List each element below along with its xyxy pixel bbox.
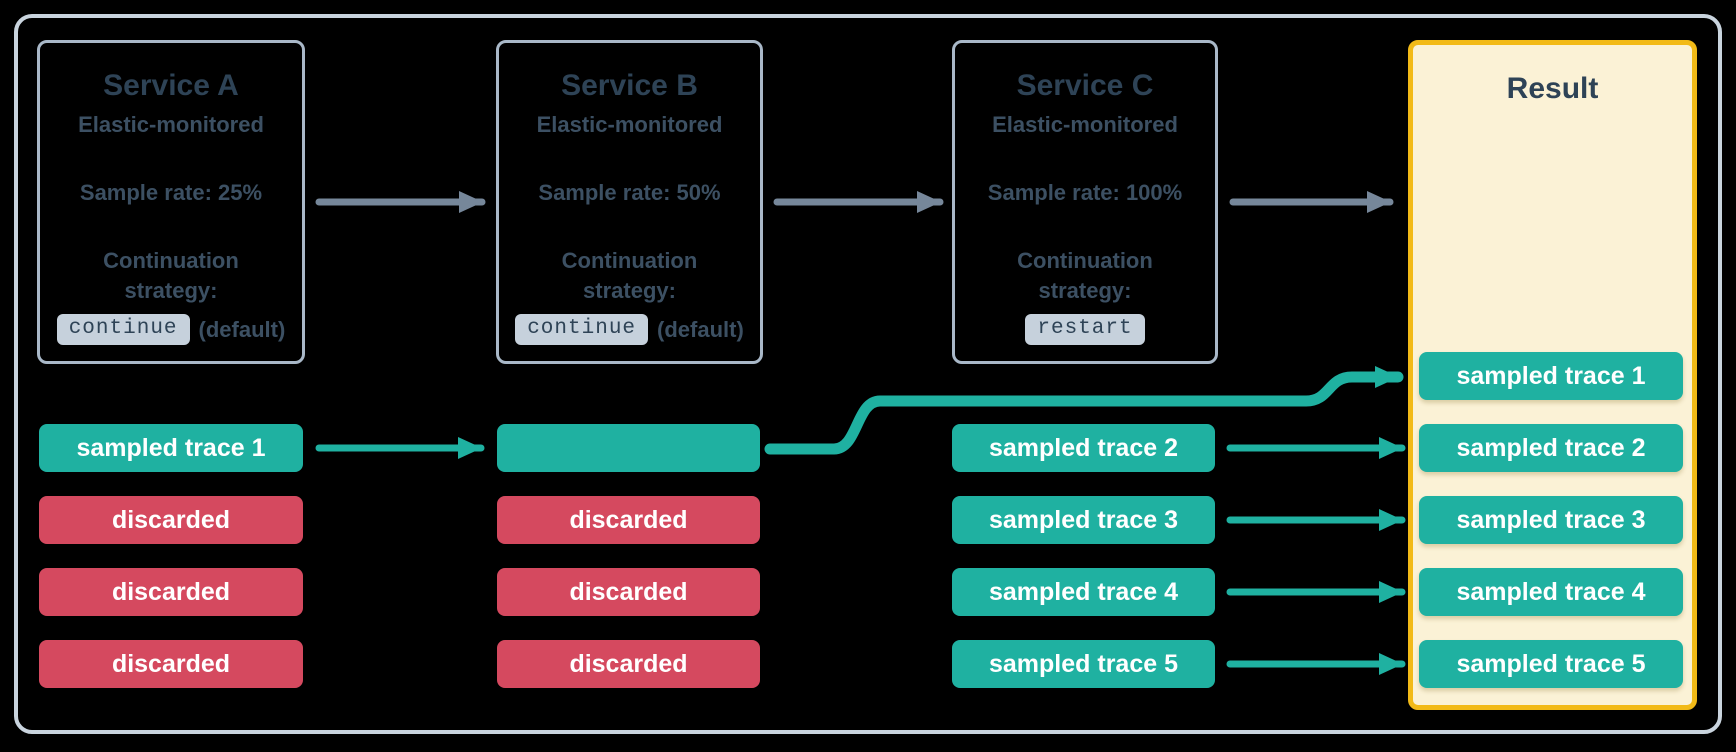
trace-chip-c-sampled-4: sampled trace 4 [952,568,1215,616]
service-a-box: Service A Elastic-monitored Sample rate:… [37,40,305,364]
service-b-title: Service B [561,69,698,102]
service-a-strategy-row: continue (default) [56,314,286,345]
trace-chip-b-discarded-2: discarded [497,568,760,616]
result-title: Result [1506,72,1599,105]
result-chip-sampled-2: sampled trace 2 [1419,424,1683,472]
service-c-box: Service C Elastic-monitored Sample rate:… [952,40,1218,364]
trace-chip-a-discarded-1: discarded [39,496,303,544]
service-c-title: Service C [1016,69,1154,102]
service-c-subtitle: Elastic-monitored [992,112,1178,137]
trace-chip-b-sampled-unlabeled [497,424,760,472]
service-a-title: Service A [103,69,239,102]
service-b-strategy-code-badge: continue [515,314,649,345]
service-c-sample-rate: Sample rate: 100% [987,180,1183,205]
service-a-strategy-label: Continuation strategy: [103,248,239,303]
service-b-box: Service B Elastic-monitored Sample rate:… [496,40,763,364]
service-a-sample-rate: Sample rate: 25% [79,180,263,205]
service-a-strategy-suffix: (default) [198,316,286,342]
service-b-strategy-label: Continuation strategy: [561,248,698,303]
trace-chip-c-sampled-2: sampled trace 2 [952,424,1215,472]
service-b-strategy-suffix: (default) [657,316,744,342]
trace-chip-c-sampled-3: sampled trace 3 [952,496,1215,544]
result-chip-sampled-4: sampled trace 4 [1419,568,1683,616]
diagram-outer-frame [14,14,1722,734]
trace-chip-a-discarded-3: discarded [39,640,303,688]
service-a-subtitle: Elastic-monitored [78,112,264,137]
trace-chip-b-discarded-3: discarded [497,640,760,688]
service-a-strategy-code-badge: continue [56,314,190,345]
service-b-subtitle: Elastic-monitored [536,112,723,137]
trace-chip-a-discarded-2: discarded [39,568,303,616]
service-c-strategy-label: Continuation strategy: [1017,248,1153,303]
trace-chip-a-sampled-1: sampled trace 1 [39,424,303,472]
service-b-strategy-row: continue (default) [515,314,744,345]
result-chip-sampled-1: sampled trace 1 [1419,352,1683,400]
service-c-strategy-row: restart [1025,314,1145,345]
trace-chip-b-discarded-1: discarded [497,496,760,544]
service-b-sample-rate: Sample rate: 50% [538,180,721,205]
trace-chip-c-sampled-5: sampled trace 5 [952,640,1215,688]
result-chip-sampled-3: sampled trace 3 [1419,496,1683,544]
service-c-strategy-code-badge: restart [1025,314,1145,345]
result-chip-sampled-5: sampled trace 5 [1419,640,1683,688]
